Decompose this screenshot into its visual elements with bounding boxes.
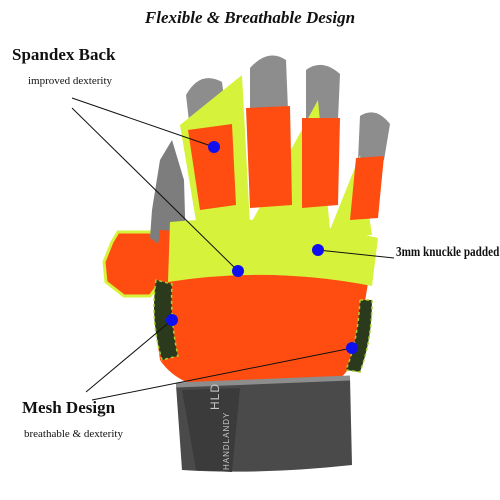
cuff-trim xyxy=(175,375,351,388)
ring-fingertip xyxy=(306,64,340,120)
brand-logo: HLD xyxy=(208,382,222,410)
spandex-back-caption: improved dexterity xyxy=(28,75,113,87)
marker-dot-spandex-back xyxy=(232,265,244,277)
pointer-mesh-right xyxy=(91,347,353,401)
spandex-back-heading: Spandex Back xyxy=(12,45,116,64)
index-finger xyxy=(188,124,236,210)
mesh-design-caption: breathable & dexterity xyxy=(24,428,123,440)
marker-dot-spandex-finger xyxy=(208,141,220,153)
brand-name: HANDLANDY xyxy=(222,411,231,470)
knuckle-padded-label: 3mm knuckle padded xyxy=(396,245,500,260)
ring-finger xyxy=(302,118,340,208)
pinky-fingertip xyxy=(358,112,390,160)
mesh-panel-right xyxy=(344,299,373,373)
middle-finger xyxy=(246,106,292,208)
marker-dot-mesh-right xyxy=(346,342,358,354)
middle-fingertip xyxy=(250,55,288,112)
pointer-spandex-to-knuckle xyxy=(71,107,239,272)
pointer-knuckle-label xyxy=(317,249,395,259)
mesh-design-heading: Mesh Design xyxy=(22,398,116,417)
pinky-finger xyxy=(350,156,384,220)
marker-dot-knuckle xyxy=(312,244,324,256)
pointer-mesh-left xyxy=(85,319,173,393)
marker-dot-mesh-left xyxy=(166,314,178,326)
knuckle-pad xyxy=(168,219,378,286)
pointer-spandex-to-finger xyxy=(71,97,215,148)
page-title: Flexible & Breathable Design xyxy=(144,8,356,27)
cuff-tab xyxy=(182,388,240,472)
